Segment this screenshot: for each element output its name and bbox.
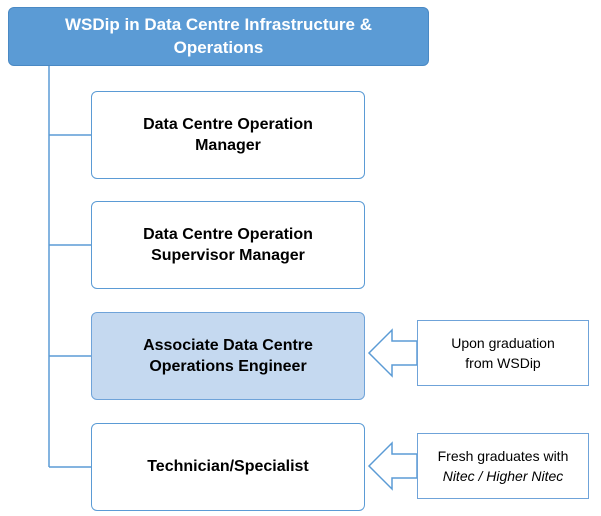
note-box-wsdip-graduation: Upon graduation from WSDip — [417, 320, 589, 386]
role-title-line-1: Technician/Specialist — [147, 458, 309, 476]
header-title-line-2: Operations — [173, 37, 264, 57]
role-box-associate-engineer: Associate Data Centre Operations Enginee… — [91, 312, 365, 400]
note-line-1: Fresh graduates with — [437, 447, 569, 464]
role-title-line-1: Associate Data Centre — [143, 336, 313, 354]
role-title-line-1: Data Centre Operation — [143, 115, 313, 133]
arrow-left-icon — [367, 441, 418, 491]
note-line-2: Nitec / Higher Nitec — [442, 468, 564, 484]
role-box-technician-specialist: Technician/Specialist — [91, 423, 365, 511]
role-title-line-2: Supervisor Manager — [151, 247, 305, 264]
note-box-nitec-graduates: Fresh graduates with Nitec / Higher Nite… — [417, 433, 589, 499]
role-box-supervisor-manager: Data Centre Operation Supervisor Manager — [91, 201, 365, 289]
note-line-2: from WSDip — [465, 355, 541, 371]
header-title-line-1: WSDip in Data Centre Infrastructure & — [65, 15, 372, 35]
role-title-line-1: Data Centre Operation — [143, 225, 313, 243]
note-line-1: Upon graduation — [451, 334, 555, 351]
role-title-line-2: Operations Engineer — [149, 358, 307, 375]
qualification-header-box: WSDip in Data Centre Infrastructure & Op… — [8, 7, 429, 66]
role-title-line-2: Manager — [195, 137, 261, 154]
role-box-operation-manager: Data Centre Operation Manager — [91, 91, 365, 179]
arrow-left-icon — [367, 328, 418, 378]
